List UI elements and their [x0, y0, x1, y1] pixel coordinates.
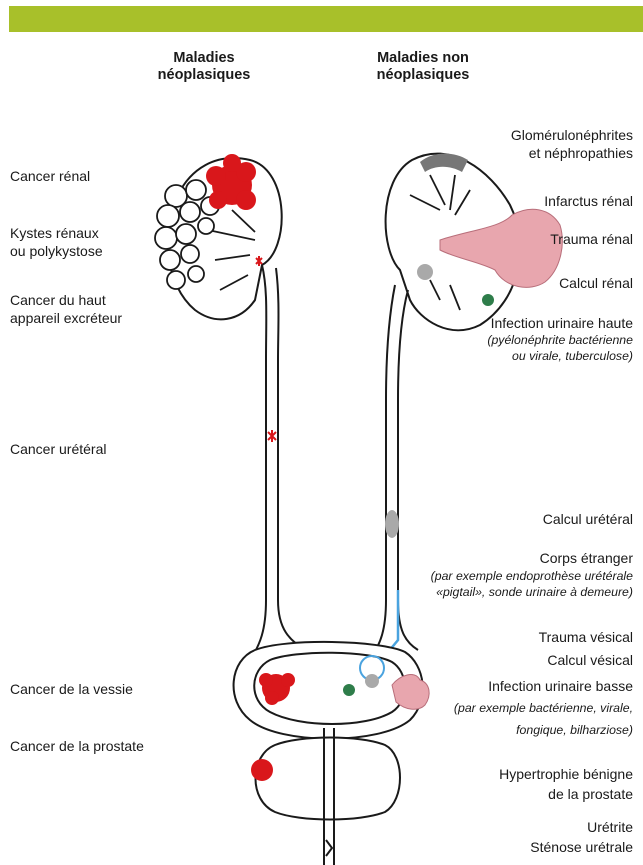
- label-ureteral-cancer: Cancer urétéral: [10, 440, 107, 458]
- label-upper-tract-cancer: Cancer du haut appareil excréteur: [10, 291, 122, 327]
- label-bladder-cancer: Cancer de la vessie: [10, 680, 133, 698]
- label-urethritis: Urétrite Sténose urétrale: [530, 817, 633, 857]
- label-glomerulonephritis: Glomérulonéphrites et néphropathies: [511, 126, 633, 162]
- label-ureteral-stone: Calcul urétéral: [543, 510, 633, 528]
- ureteral-tumor-mark: [268, 430, 276, 442]
- label-renal-infarct: Infarctus rénal: [544, 192, 633, 210]
- bladder-infection-spot: [343, 684, 355, 696]
- label-renal-trauma: Trauma rénal: [550, 230, 633, 248]
- label-bladder-stone: Calcul vésical: [547, 651, 633, 669]
- right-ureter: [372, 285, 418, 655]
- label-foreign-body-detail: (par exemple endoprothèse urétérale «pig…: [431, 568, 633, 600]
- label-renal-stone: Calcul rénal: [559, 274, 633, 292]
- renal-stone: [417, 264, 433, 280]
- label-foreign-body: Corps étranger: [540, 549, 633, 567]
- bladder-stone: [365, 674, 379, 688]
- label-upper-uti-detail: (pyélonéphrite bactérienne ou virale, tu…: [487, 332, 633, 364]
- label-lower-uti: Infection urinaire basse: [488, 677, 633, 695]
- label-bladder-trauma: Trauma vésical: [539, 628, 633, 646]
- label-renal-cysts: Kystes rénaux ou polykystose: [10, 224, 103, 260]
- label-lower-uti-detail: (par exemple bactérienne, virale, fongiq…: [454, 697, 633, 741]
- left-ureter: [250, 265, 305, 660]
- prostate-tumor: [251, 759, 273, 781]
- label-upper-uti: Infection urinaire haute: [491, 314, 633, 332]
- renal-infection-spot: [482, 294, 494, 306]
- prostate: [255, 738, 400, 820]
- label-prostate-cancer: Cancer de la prostate: [10, 737, 144, 755]
- label-renal-cancer: Cancer rénal: [10, 167, 90, 185]
- label-bph: Hypertrophie bénigne de la prostate: [499, 764, 633, 804]
- ureteral-stone: [385, 510, 399, 538]
